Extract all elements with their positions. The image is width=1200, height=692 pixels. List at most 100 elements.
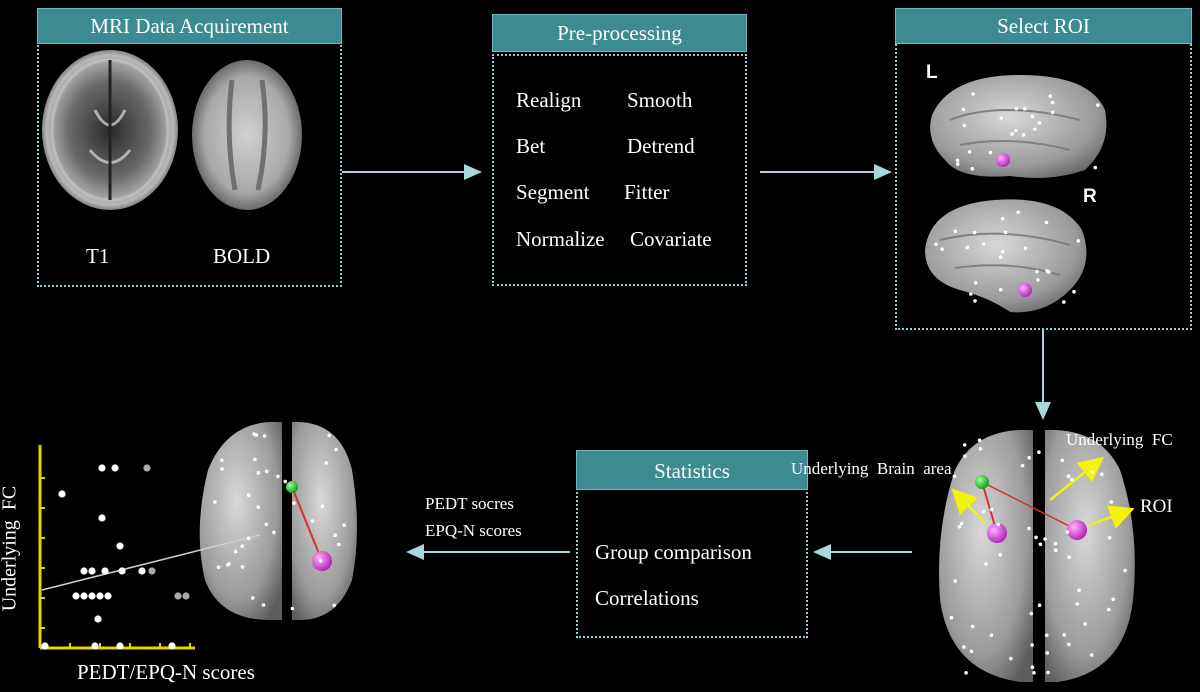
brain-node-dot [1027, 455, 1031, 460]
brain-node-dot [1038, 542, 1043, 547]
brain-node-dot [1062, 300, 1066, 304]
brain-node-dot [977, 438, 982, 443]
brain-node-dot [272, 530, 276, 535]
brain-node-dot [1016, 210, 1020, 215]
scatter-point [41, 642, 49, 650]
brain-node-dot [216, 565, 221, 569]
brain-node-dot [955, 158, 960, 163]
brain-node-dot [1034, 535, 1038, 540]
brain-node-dot [1111, 597, 1115, 602]
brain-node-dot [276, 474, 280, 479]
brain-node-dot [333, 533, 338, 537]
brain-node-dot [1003, 230, 1008, 235]
brain-node-dot [240, 565, 245, 569]
scatter-side-brain [199, 421, 357, 620]
preprocessing-stage-box [492, 54, 747, 286]
mri-stage-box [37, 42, 342, 287]
brain-node-dot [251, 596, 255, 600]
brain-node-dot [978, 447, 983, 451]
brain-node-dot [1000, 216, 1005, 221]
brain-node-dot [324, 461, 329, 465]
brain-node-dot [220, 458, 224, 463]
step-smooth: Smooth [627, 88, 693, 112]
scatter-point [168, 642, 176, 650]
brain-node-dot [1030, 643, 1034, 647]
brain-node-dot [962, 123, 967, 128]
brain-node-dot [1014, 128, 1018, 133]
brain-node-dot [1032, 127, 1037, 131]
brain-node-dot [1043, 537, 1047, 541]
step-detrend: Detrend [627, 134, 695, 158]
brain-node-dot [989, 633, 994, 637]
t1-mri-image [42, 50, 178, 210]
brain-node-dot [1009, 656, 1013, 661]
brain-node-dot [264, 522, 269, 527]
brain-node-dot [261, 603, 266, 607]
scatter-point [111, 464, 119, 472]
step-realign: Realign [516, 88, 582, 112]
brain-node-dot [952, 474, 957, 479]
scatter-point [72, 592, 80, 600]
brain-node-dot [290, 606, 295, 611]
scores-annotation-line2: EPQ-N scores [425, 521, 522, 540]
brain-node-dot [969, 292, 973, 296]
brain-node-dot [1060, 458, 1065, 463]
brain-node-dot [1109, 500, 1114, 504]
scatter-fit-line [41, 534, 261, 591]
brain-node-dot [999, 287, 1003, 292]
brain-node-dot [1037, 603, 1042, 607]
brain-node-dot [949, 615, 954, 620]
brain-node-dot [1093, 165, 1098, 170]
brain-node-dot [292, 501, 296, 505]
brain-node-dot [1090, 470, 1095, 474]
brain-node-dot [337, 542, 341, 547]
brain-node-dot [967, 150, 972, 154]
brain-node-dot [998, 553, 1003, 557]
brain-node-dot [342, 523, 347, 527]
brain-node-dot [1048, 94, 1052, 98]
stat-group-comparison: Group comparison [595, 540, 752, 564]
brain-node-dot [1023, 107, 1027, 111]
scatter-point [101, 567, 109, 575]
brain-node-dot [318, 559, 323, 563]
brain-node-dot [1072, 289, 1076, 294]
statistics-stage-title: Statistics [576, 450, 808, 490]
scatter-point [138, 567, 146, 575]
brain-node-dot [970, 624, 975, 629]
scatter-point [182, 592, 190, 600]
brain-node-dot [1035, 269, 1039, 274]
scatter-point [96, 592, 104, 600]
brain-node-dot [971, 92, 975, 96]
brain-node-dot [961, 107, 966, 112]
brain-node-dot [227, 562, 231, 566]
brain-node-dot [965, 245, 970, 250]
right-hemisphere-brain [925, 199, 1087, 313]
brain-node-dot [1027, 526, 1031, 531]
brain-node-dot [1046, 670, 1050, 675]
brain-node-dot [1020, 463, 1025, 468]
brain-node-dot [233, 549, 238, 554]
brain-node-dot [254, 433, 259, 437]
brain-node-dot [262, 434, 267, 438]
scatter-point [98, 464, 106, 472]
scatter-point [80, 592, 88, 600]
brain-node-dot [1075, 602, 1080, 606]
brain-node-dot [320, 504, 325, 509]
brain-node-dot [957, 524, 962, 529]
brain-node-dot [984, 562, 988, 566]
step-normalize: Normalize [516, 227, 605, 251]
scatter-point [116, 642, 124, 650]
scatter-point [88, 592, 96, 600]
brain-node-dot [1010, 132, 1014, 136]
scatter-point [88, 567, 96, 575]
brain-node-dot [1023, 246, 1028, 250]
brain-node-dot [1030, 114, 1035, 119]
brain-node-dot [1030, 665, 1035, 670]
brain-node-dot [1045, 269, 1049, 273]
brain-node-dot [988, 150, 993, 155]
brain-node-dot [1067, 642, 1071, 647]
brain-node-dot [327, 433, 332, 438]
brain-node-dot [253, 457, 257, 462]
brain-node-dot [1037, 450, 1041, 455]
